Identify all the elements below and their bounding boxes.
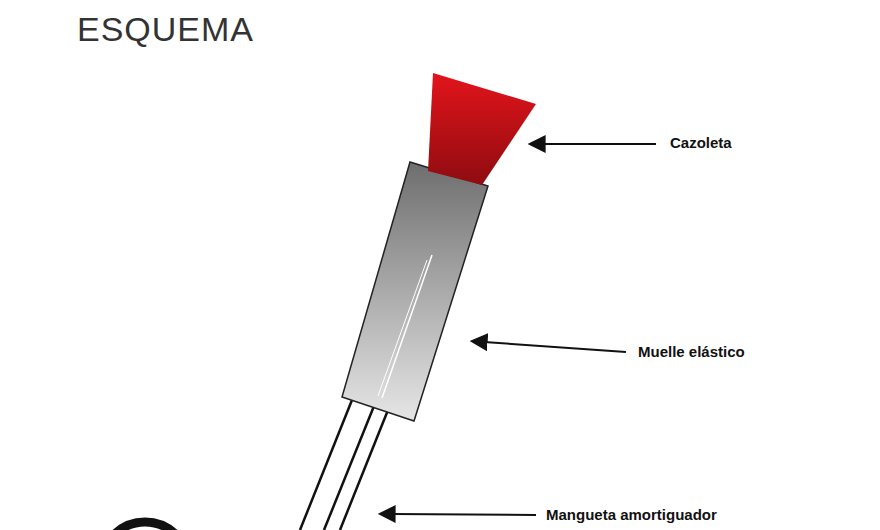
leader-arrow [542, 143, 656, 145]
shock-rod [324, 406, 374, 530]
spring-cylinder [342, 162, 488, 421]
leader-arrow [392, 514, 536, 515]
hub-circle [101, 522, 189, 530]
cup-shape [428, 73, 536, 185]
shock-rod [300, 400, 352, 530]
leader-arrow [484, 342, 626, 352]
part-label: Cazoleta [668, 134, 734, 151]
part-label: Muelle elástico [636, 343, 747, 360]
diagram-title: ESQUEMA [77, 10, 254, 49]
part-label: Mangueta amortiguador [544, 506, 719, 523]
cylinder-highlight [378, 260, 427, 396]
shock-rod [340, 410, 388, 530]
cylinder-highlight [382, 255, 432, 398]
